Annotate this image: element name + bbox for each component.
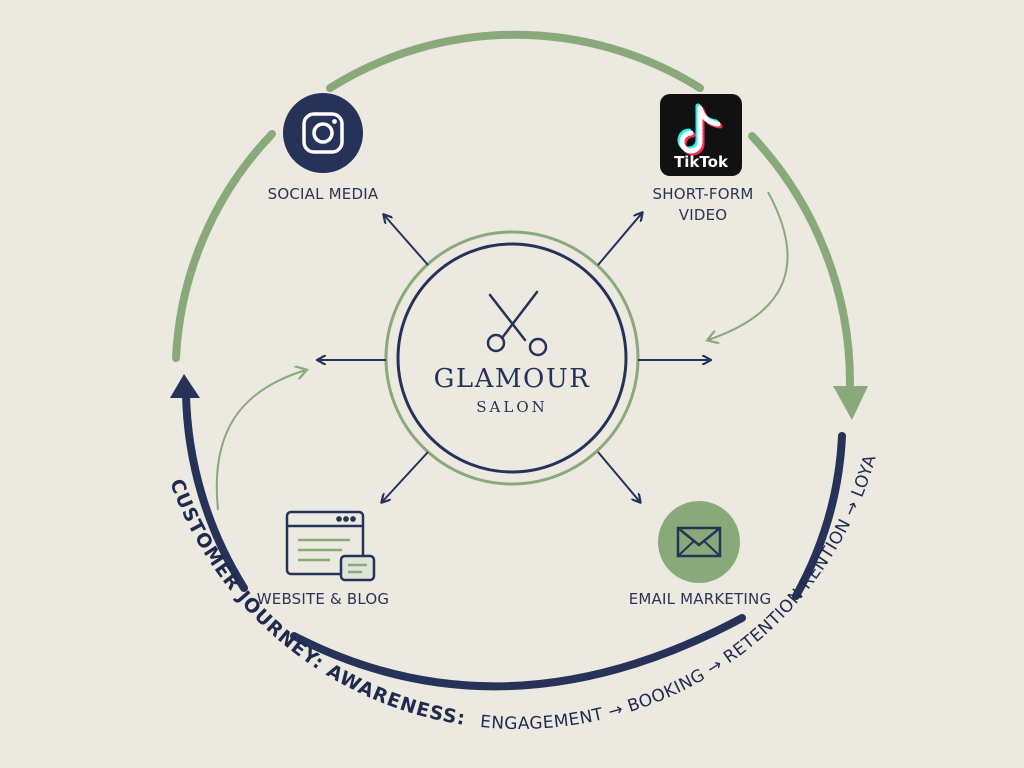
- cycle-arc-top: [326, 30, 704, 92]
- salon-subtitle: SALON: [476, 398, 548, 416]
- feedback-arrow-right: [708, 191, 789, 340]
- journey-arc-left: [182, 390, 248, 592]
- short-form-video-label: SHORT-FORM VIDEO: [652, 185, 754, 224]
- center-inner-ring: [396, 242, 628, 474]
- arrow-to-email-marketing: [597, 451, 640, 502]
- arrow-to-social-media: [384, 215, 429, 266]
- cycle-arc-left: [172, 130, 276, 362]
- instagram-icon: [283, 93, 363, 173]
- center-outer-ring: [384, 230, 640, 486]
- tiktok-logo-text: TikTok: [674, 153, 729, 171]
- arrow-to-website-blog: [382, 451, 429, 502]
- cycle-arrowhead-right: [833, 386, 868, 420]
- feedback-arrow-left: [215, 370, 306, 511]
- social-media-label: SOCIAL MEDIA: [267, 185, 379, 203]
- arrow-to-short-form-video: [597, 213, 642, 266]
- email-marketing-label: EMAIL MARKETING: [628, 590, 772, 608]
- journey-arrowhead-left: [170, 374, 200, 398]
- journey-arc-right: [792, 432, 846, 600]
- browser-window-icon: [285, 510, 376, 582]
- tiktok-icon: TikTok: [660, 94, 742, 176]
- cycle-arc-right: [748, 132, 855, 389]
- website-blog-label: WEBSITE & BLOG: [256, 590, 390, 608]
- journey-arc-bottom: [290, 614, 746, 691]
- scissors-icon: [486, 290, 548, 357]
- salon-name: GLAMOUR: [433, 364, 591, 394]
- envelope-icon: [658, 501, 740, 583]
